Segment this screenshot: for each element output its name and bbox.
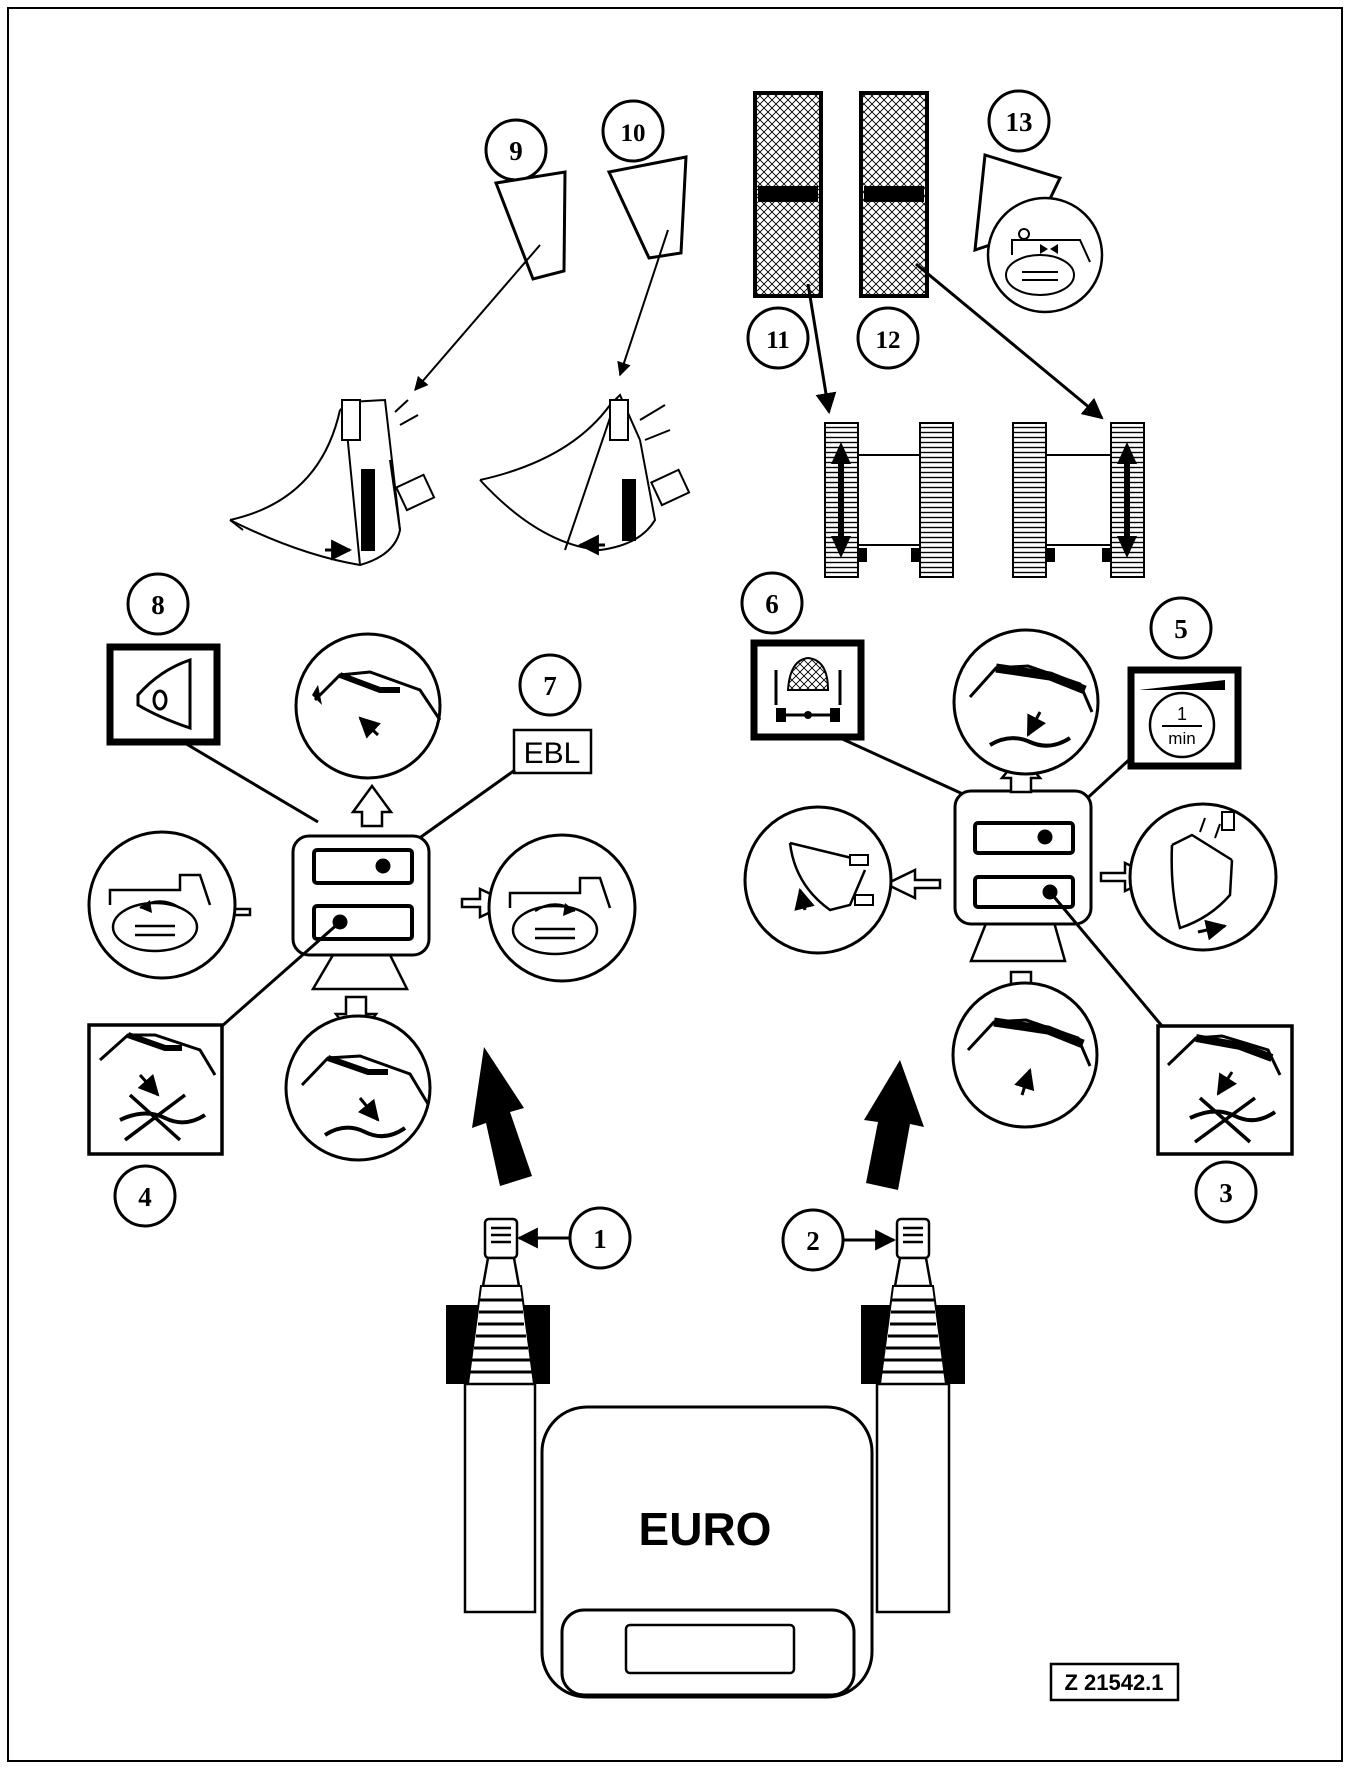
ebl-box bbox=[512, 728, 593, 775]
bucket-9-panel bbox=[493, 170, 567, 281]
left-bottom-boom-icon bbox=[284, 1014, 432, 1162]
horn-icon-8 bbox=[106, 643, 221, 746]
boom-lock-icon-4 bbox=[87, 1023, 224, 1156]
left-arrow-up bbox=[350, 783, 394, 828]
right-bucket-icon-right bbox=[1128, 802, 1278, 952]
svg-text:1: 1 bbox=[1177, 704, 1187, 724]
svg-text:10: 10 bbox=[621, 120, 646, 147]
ebl-label: EBL bbox=[524, 737, 581, 770]
pedal-11-band bbox=[758, 186, 818, 202]
svg-text:11: 11 bbox=[766, 327, 790, 354]
seat-icon-6 bbox=[750, 639, 865, 741]
operator-seat bbox=[540, 1405, 874, 1699]
right-arrow-left bbox=[883, 868, 942, 900]
left-top-boom-icon bbox=[294, 632, 442, 780]
page-frame bbox=[7, 7, 1343, 1762]
bucket-drawing-b bbox=[479, 393, 691, 556]
pedal-12-band bbox=[864, 186, 924, 202]
seat-brand-label: EURO bbox=[639, 1503, 772, 1555]
right-joystick bbox=[861, 1217, 965, 1614]
big-arrow-left bbox=[472, 1047, 532, 1186]
boom-lock-icon-3 bbox=[1156, 1024, 1294, 1156]
leader-10 bbox=[617, 229, 669, 377]
callout-4: 4 bbox=[113, 1164, 177, 1228]
leader-4 bbox=[221, 920, 341, 1028]
rpm-icon-5: 1 min bbox=[1127, 666, 1242, 770]
figure-id: Z 21542.1 bbox=[1064, 1670, 1163, 1695]
right-bottom-boom-icon bbox=[951, 981, 1099, 1129]
svg-text:13: 13 bbox=[1006, 107, 1033, 137]
callout-6: 6 bbox=[740, 571, 804, 635]
callout-3: 3 bbox=[1194, 1160, 1258, 1224]
svg-text:6: 6 bbox=[765, 589, 779, 619]
callout-9: 9 bbox=[484, 118, 548, 182]
figure-id-box bbox=[1049, 1662, 1180, 1702]
svg-text:min: min bbox=[1168, 729, 1195, 748]
right-top-boom-icon bbox=[952, 628, 1100, 776]
leader-12 bbox=[915, 262, 1104, 420]
svg-text:4: 4 bbox=[138, 1182, 152, 1212]
svg-text:7: 7 bbox=[543, 671, 557, 701]
svg-text:2: 2 bbox=[806, 1226, 820, 1256]
right-joystick-head bbox=[953, 789, 1093, 963]
svg-text:3: 3 bbox=[1219, 1178, 1233, 1208]
svg-text:1: 1 bbox=[593, 1224, 607, 1254]
leader-8 bbox=[182, 740, 319, 824]
callout-5: 5 bbox=[1149, 596, 1213, 660]
leader-11 bbox=[806, 283, 837, 415]
callout-11: 11 bbox=[746, 306, 810, 370]
left-travel-icon-left bbox=[87, 830, 237, 980]
right-bucket-icon-left bbox=[743, 805, 893, 955]
left-joystick bbox=[446, 1217, 550, 1614]
leader-9 bbox=[414, 244, 541, 392]
callout-10: 10 bbox=[601, 99, 665, 163]
callout-2: 2 bbox=[781, 1208, 845, 1272]
callout-7: 7 bbox=[518, 653, 582, 717]
callout-8: 8 bbox=[126, 572, 190, 636]
left-travel-icon-right bbox=[487, 833, 637, 983]
leader-6 bbox=[837, 735, 977, 802]
track-diagram-left bbox=[824, 422, 954, 578]
left-joystick-head bbox=[291, 834, 431, 991]
svg-text:9: 9 bbox=[509, 136, 523, 166]
big-arrow-right bbox=[864, 1060, 924, 1190]
travel-icon-13 bbox=[986, 196, 1104, 314]
track-diagram-right bbox=[1012, 422, 1145, 578]
callout-12: 12 bbox=[856, 306, 920, 370]
svg-text:5: 5 bbox=[1174, 614, 1188, 644]
bucket-drawing-a bbox=[229, 398, 436, 567]
callout-1: 1 bbox=[568, 1206, 632, 1270]
bucket-10-panel bbox=[606, 155, 688, 260]
svg-text:8: 8 bbox=[151, 590, 165, 620]
callout-13: 13 bbox=[987, 89, 1051, 153]
leader-3 bbox=[1048, 891, 1164, 1027]
svg-text:12: 12 bbox=[876, 327, 901, 354]
